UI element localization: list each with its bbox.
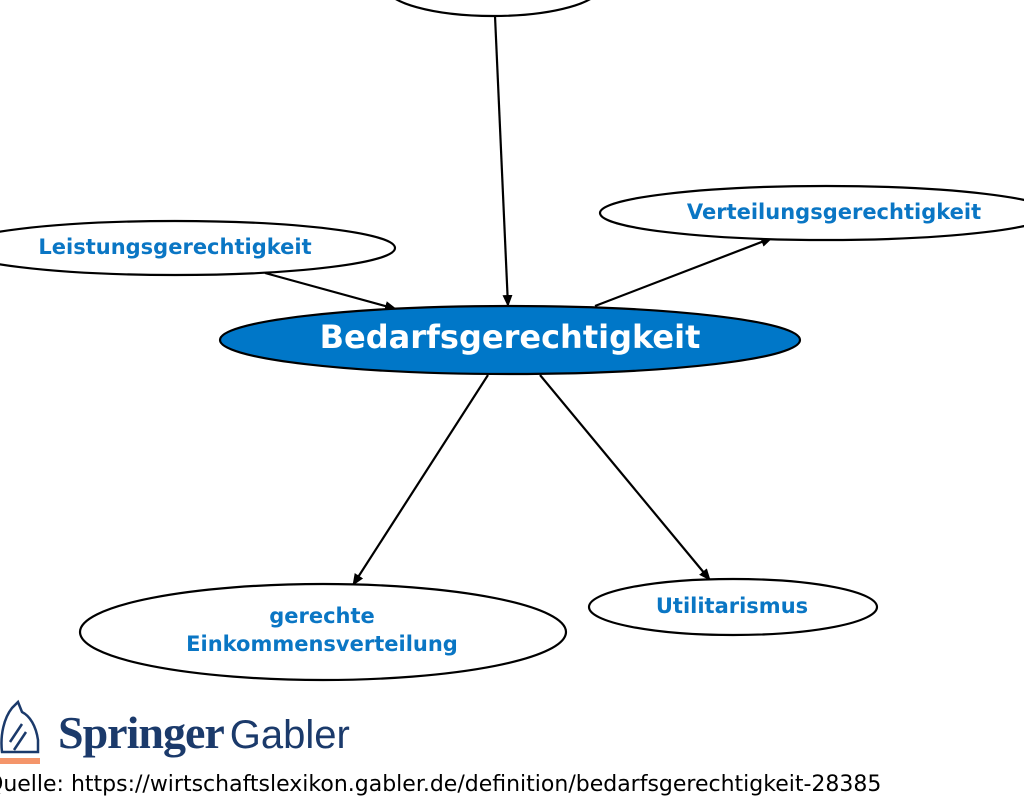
node-leistung-label: Leistungsgerechtigkeit xyxy=(38,235,311,259)
node-verteilung-label: Verteilungsgerechtigkeit xyxy=(687,200,981,224)
springer-horse-logo-icon xyxy=(0,699,40,764)
logo-brand: Springer xyxy=(58,707,225,758)
node-top[interactable] xyxy=(385,0,601,18)
node-verteilung[interactable] xyxy=(598,184,1024,242)
node-leistung[interactable] xyxy=(0,219,397,277)
node-einkommen-label-1: gerechte xyxy=(269,604,375,628)
edge-center-verteilung xyxy=(594,236,773,308)
edge-leistung-center xyxy=(264,271,397,311)
edge-center-einkommen xyxy=(352,374,489,586)
node-utilitarismus-label: Utilitarismus xyxy=(656,594,808,618)
source-citation: Quelle: https://wirtschaftslexikon.gable… xyxy=(0,772,882,797)
node-utilitarismus[interactable] xyxy=(587,577,879,637)
edge-top-center xyxy=(493,15,513,307)
logo-sub: Gabler xyxy=(229,713,350,757)
node-einkommen[interactable] xyxy=(78,582,568,682)
edge-center-utilitarismus xyxy=(539,374,711,581)
node-center[interactable] xyxy=(218,304,802,376)
node-einkommen-label-2: Einkommensverteilung xyxy=(186,632,458,656)
node-center-label: Bedarfsgerechtigkeit xyxy=(320,318,701,356)
